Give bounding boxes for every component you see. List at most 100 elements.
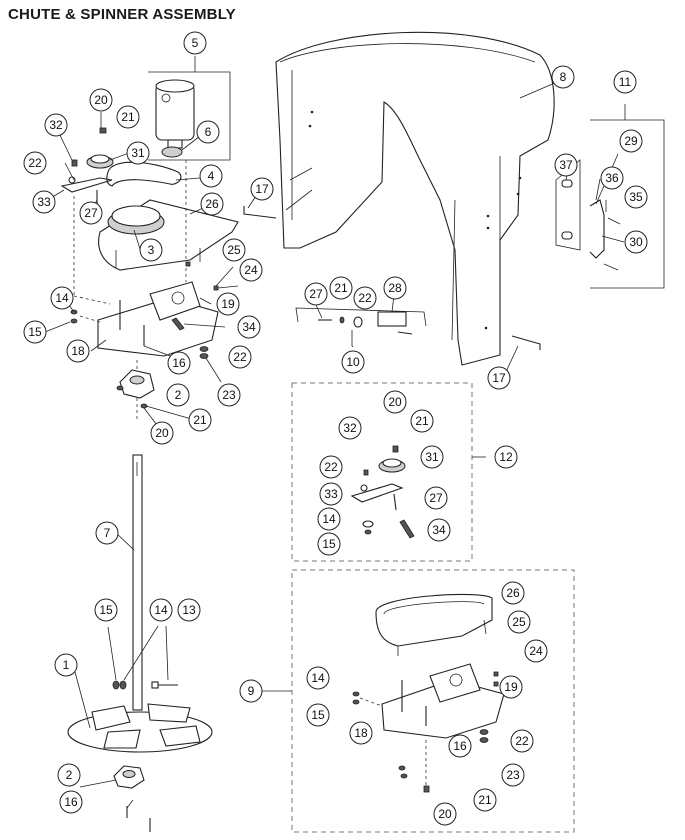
callout-35: 35 bbox=[624, 185, 648, 209]
callout-2-label: 2 bbox=[175, 388, 182, 402]
callout-21-label: 21 bbox=[193, 413, 207, 427]
callout-19-label: 19 bbox=[504, 680, 518, 694]
callout-23-label: 23 bbox=[222, 388, 236, 402]
pulley-31 bbox=[86, 154, 114, 169]
callout-22-label: 22 bbox=[233, 350, 247, 364]
callout-24b: 24 bbox=[524, 639, 548, 663]
callout-21d: 21 bbox=[410, 409, 434, 433]
callout-22a: 22 bbox=[23, 151, 47, 175]
chute-housing bbox=[275, 31, 555, 366]
mounting-plate-18 bbox=[97, 281, 219, 357]
callout-14b: 14 bbox=[50, 286, 74, 310]
callout-3: 3 bbox=[139, 238, 163, 262]
callout-37-label: 37 bbox=[559, 158, 573, 172]
callout-18b: 18 bbox=[349, 721, 373, 745]
callout-31-label: 31 bbox=[425, 450, 439, 464]
mount-kit-9 bbox=[352, 593, 505, 793]
callout-26a: 26 bbox=[200, 192, 224, 216]
callout-14-label: 14 bbox=[55, 291, 69, 305]
callout-26-label: 26 bbox=[506, 586, 520, 600]
callout-34-label: 34 bbox=[242, 320, 256, 334]
callout-9: 9 bbox=[239, 679, 263, 703]
callout-16-label: 16 bbox=[172, 356, 186, 370]
callout-16b: 16 bbox=[59, 790, 83, 814]
callout-15-label: 15 bbox=[99, 603, 113, 617]
callout-11-label: 11 bbox=[619, 75, 632, 89]
callout-14-label: 14 bbox=[311, 671, 325, 685]
callout-16-label: 16 bbox=[64, 795, 78, 809]
callout-18a: 18 bbox=[66, 339, 90, 363]
callout-20a: 20 bbox=[89, 88, 113, 112]
callout-37: 37 bbox=[554, 153, 578, 177]
callout-16-label: 16 bbox=[453, 739, 467, 753]
callout-20-label: 20 bbox=[438, 807, 452, 821]
callout-20c: 20 bbox=[383, 390, 407, 414]
callout-12: 12 bbox=[494, 445, 518, 469]
callout-4-label: 4 bbox=[208, 169, 215, 183]
callout-15c: 15 bbox=[306, 703, 330, 727]
guide-lines bbox=[73, 160, 187, 422]
rod-17-upper bbox=[243, 206, 277, 219]
callout-33a: 33 bbox=[32, 190, 56, 214]
rod-17-lower bbox=[511, 335, 541, 350]
callout-23b: 23 bbox=[501, 763, 525, 787]
callout-17-label: 17 bbox=[492, 371, 506, 385]
callout-20d: 20 bbox=[433, 802, 457, 826]
callout-25a: 25 bbox=[222, 238, 246, 262]
callout-2b: 2 bbox=[57, 763, 81, 787]
callout-19a: 19 bbox=[216, 292, 240, 316]
callout-14c: 14 bbox=[306, 666, 330, 690]
callout-28-label: 28 bbox=[388, 281, 402, 295]
callout-14-label: 14 bbox=[154, 603, 168, 617]
callout-7-label: 7 bbox=[104, 526, 111, 540]
callout-22-label: 22 bbox=[358, 291, 372, 305]
callout-17b: 17 bbox=[487, 366, 511, 390]
callout-15b: 15 bbox=[94, 598, 118, 622]
callout-32b: 32 bbox=[338, 416, 362, 440]
callout-35-label: 35 bbox=[629, 190, 643, 204]
callout-14-label: 14 bbox=[322, 512, 336, 526]
shaft bbox=[132, 454, 143, 711]
callout-27-label: 27 bbox=[429, 491, 443, 505]
idler-kit-12 bbox=[350, 445, 415, 539]
callout-22-label: 22 bbox=[28, 156, 42, 170]
callout-30: 30 bbox=[624, 230, 648, 254]
callout-20-label: 20 bbox=[155, 426, 169, 440]
spinner-disc bbox=[67, 703, 213, 753]
callout-15-label: 15 bbox=[322, 537, 336, 551]
callout-23a: 23 bbox=[217, 383, 241, 407]
callout-11: 11 bbox=[613, 70, 637, 94]
callout-13-label: 13 bbox=[182, 603, 196, 617]
callout-2-label: 2 bbox=[66, 768, 73, 782]
callout-31b: 31 bbox=[420, 445, 444, 469]
callout-20-label: 20 bbox=[94, 93, 108, 107]
callout-24-label: 24 bbox=[244, 263, 258, 277]
callout-33-label: 33 bbox=[37, 195, 51, 209]
callout-21-label: 21 bbox=[121, 110, 135, 124]
callout-1-label: 1 bbox=[63, 658, 70, 672]
callout-24a: 24 bbox=[239, 258, 263, 282]
callout-19b: 19 bbox=[499, 675, 523, 699]
callout-3-label: 3 bbox=[148, 243, 155, 257]
callout-33b: 33 bbox=[319, 482, 343, 506]
callout-30-label: 30 bbox=[629, 235, 643, 249]
callout-6-label: 6 bbox=[205, 125, 212, 139]
callout-5-label: 5 bbox=[192, 36, 199, 50]
callout-27a: 27 bbox=[79, 201, 103, 225]
callout-32a: 32 bbox=[44, 113, 68, 137]
callout-16a: 16 bbox=[167, 351, 191, 375]
callout-14d: 14 bbox=[317, 507, 341, 531]
motor bbox=[155, 79, 195, 158]
callout-22e: 22 bbox=[510, 729, 534, 753]
callout-20b: 20 bbox=[150, 421, 174, 445]
callout-1: 1 bbox=[54, 653, 78, 677]
callout-36: 36 bbox=[600, 166, 624, 190]
gear-and-frame bbox=[98, 199, 239, 271]
callout-15-label: 15 bbox=[28, 325, 42, 339]
callout-27-label: 27 bbox=[84, 206, 98, 220]
callout-26-label: 26 bbox=[205, 197, 219, 211]
callout-24-label: 24 bbox=[529, 644, 543, 658]
callout-15-label: 15 bbox=[311, 708, 325, 722]
callout-21-label: 21 bbox=[478, 793, 492, 807]
